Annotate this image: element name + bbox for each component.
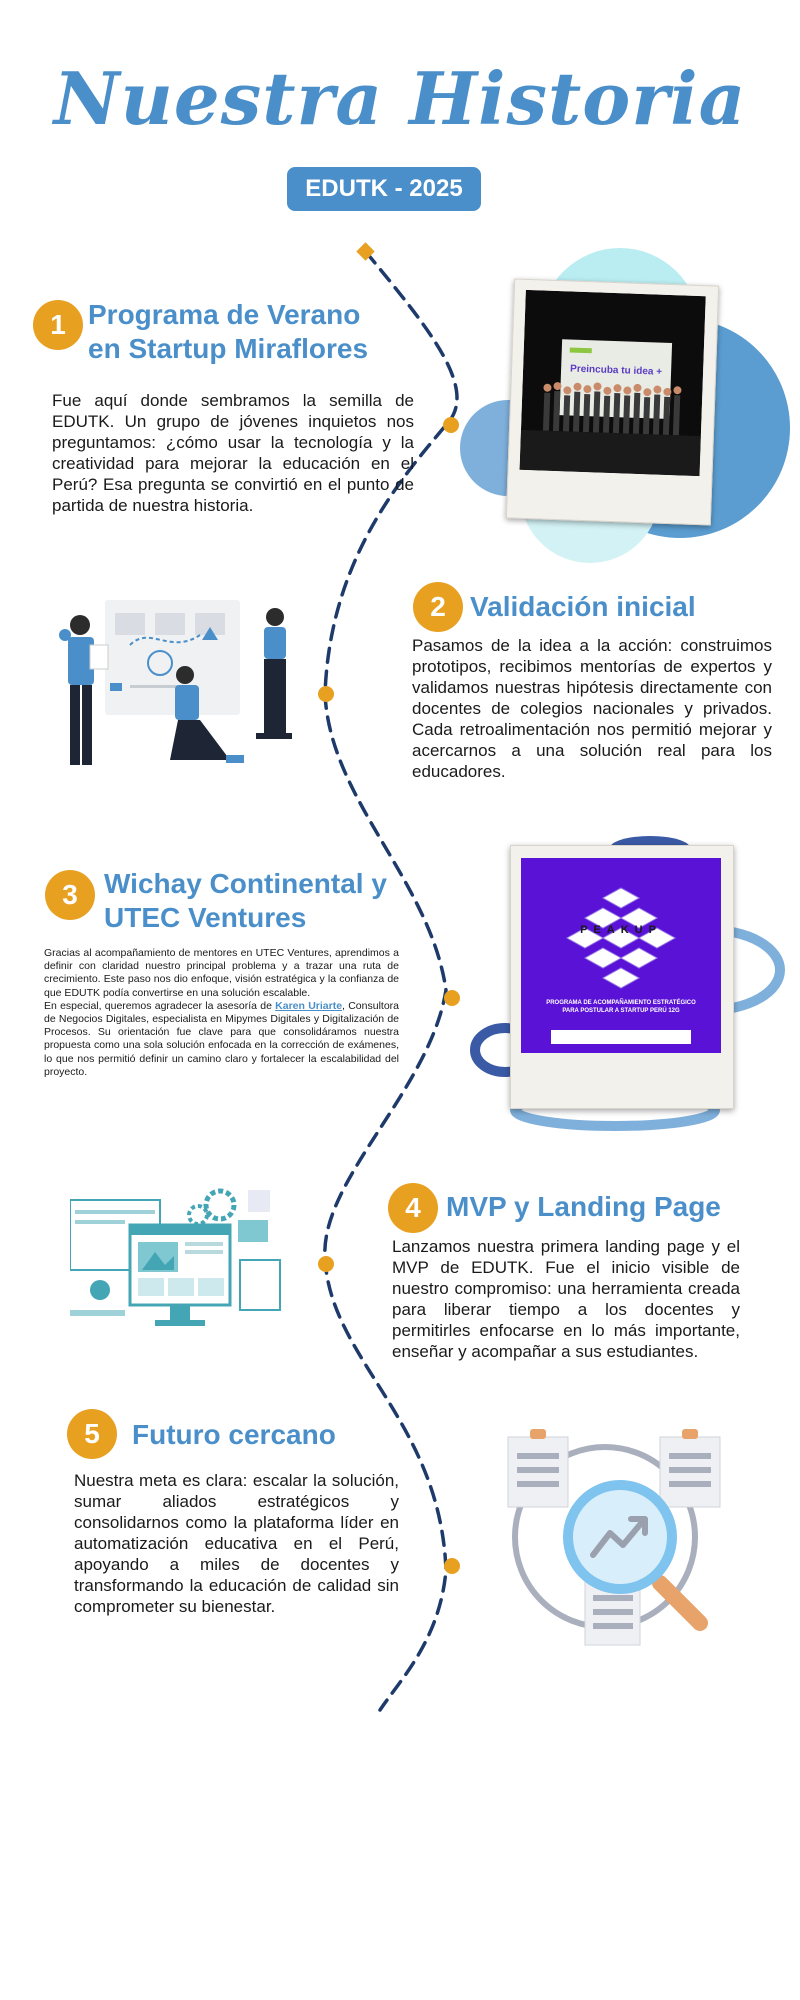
timeline-dot-4 [318,1256,334,1272]
step-5-number: 5 [67,1409,117,1459]
step-3-text: Gracias al acompañamiento de mentores en… [44,947,399,1078]
step-4-text: Lanzamos nuestra primera landing page y … [392,1237,740,1361]
web-design-illustration [70,1188,281,1326]
timeline-dot-5 [444,1558,460,1574]
poster-brand: PEAKUP [580,924,662,936]
step-3-number: 3 [45,870,95,920]
step-2-title: Validación inicial [470,591,696,622]
step-1-title: Programa de Verano en Startup Miraflores [88,299,369,364]
timeline-dot-3 [444,990,460,1006]
step-4-number: 4 [388,1183,438,1233]
year-badge: EDUTK - 2025 [287,167,481,211]
poster-image [521,858,721,1053]
page-title: Nuestra Historia [53,56,747,141]
step-5-title: Futuro cercano [132,1419,336,1450]
step-1-text: Fue aquí donde sembramos la semilla de E… [52,391,414,515]
step-5-text: Nuestra meta es clara: escalar la soluci… [74,1471,399,1616]
timeline-start-marker [356,242,375,261]
step-1-photo: Preincuba tu idea + [505,278,720,526]
timeline-dot-1 [443,417,459,433]
step-4-title: MVP y Landing Page [446,1191,721,1222]
event-photo-image [519,289,706,477]
karen-uriarte-link[interactable]: Karen Uriarte [275,999,343,1012]
step-2-number: 2 [413,582,463,632]
team-collaboration-illustration [59,600,292,765]
step-3-poster: PEAKUP PROGRAMA DE ACOMPAÑAMIENTO ESTRAT… [510,845,734,1109]
growth-analysis-illustration [507,1429,721,1646]
step-2-text: Pasamos de la idea a la acción: construi… [412,636,772,781]
poster-text: PROGRAMA DE ACOMPAÑAMIENTO ESTRATÉGICO P… [546,1000,696,1014]
timeline-dot-2 [318,686,334,702]
step-1-number: 1 [33,300,83,350]
step-3-title: Wichay Continental y UTEC Ventures [104,868,387,933]
